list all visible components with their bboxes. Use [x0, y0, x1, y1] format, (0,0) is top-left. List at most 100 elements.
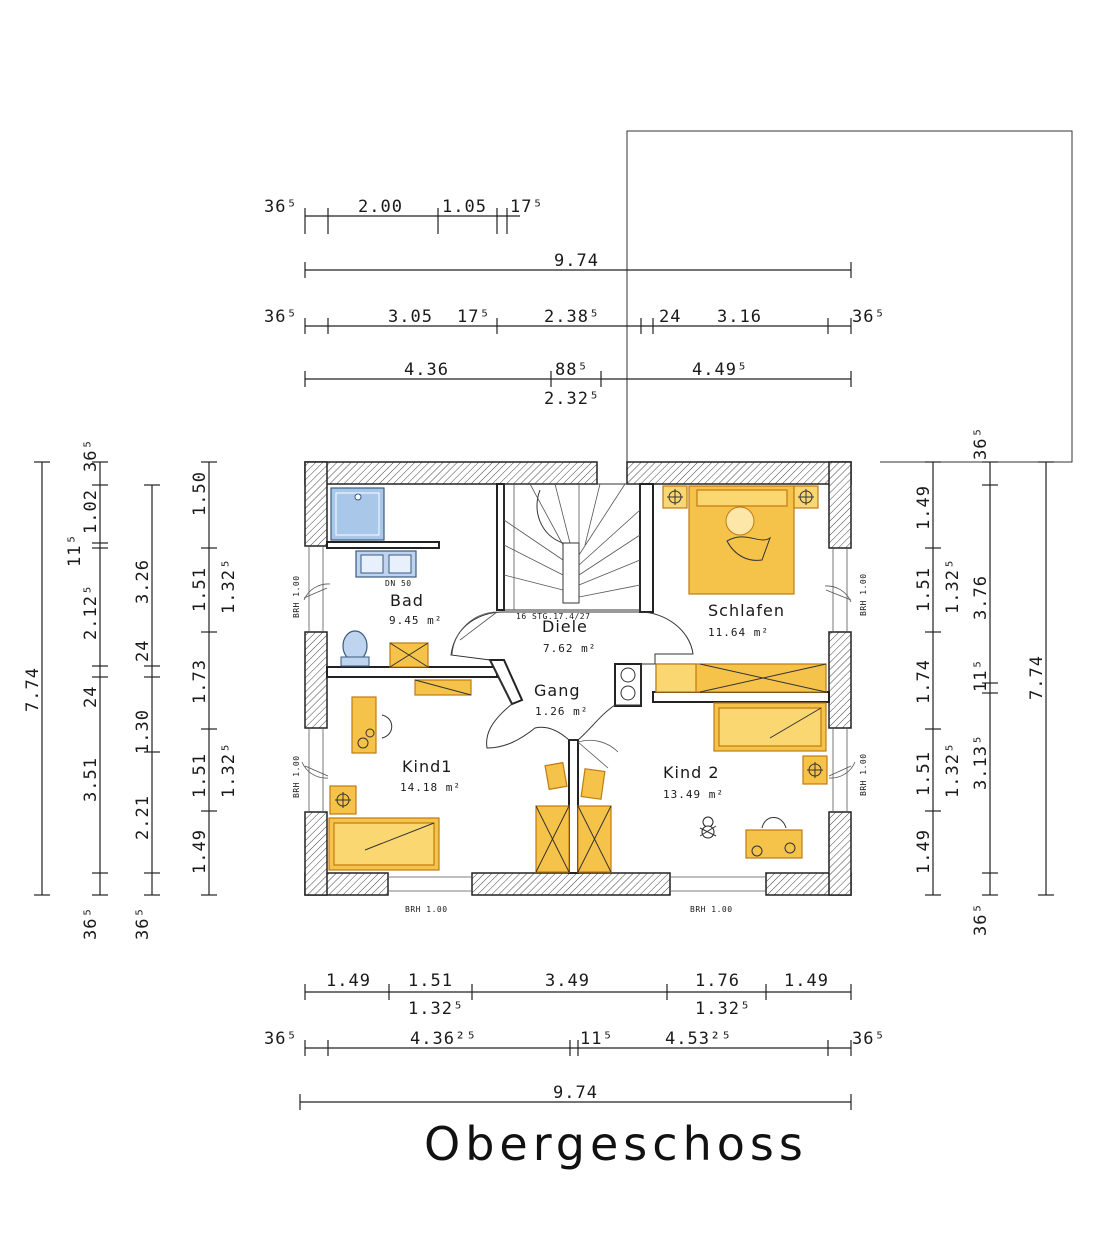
dim-left-c2-6: 3.51 [81, 757, 101, 802]
kind1-desk [351, 696, 377, 754]
dim-right-c2-1: 36⁵ [971, 426, 991, 460]
dim-left-c2-7: 36⁵ [81, 906, 101, 940]
kind1-furniture [301, 679, 472, 871]
dim-right-c1-2: 1.51 [914, 567, 934, 612]
kind2-furniture [699, 702, 856, 859]
dim-top-r3-7: 36⁵ [852, 307, 886, 327]
dim-left-c4-4: 1.73 [190, 659, 210, 704]
dim-top-r4-2: 88⁵ [555, 360, 589, 380]
dim-left-c2-1: 36⁵ [81, 438, 101, 472]
dim-bottom-r2-3: 11⁵ [580, 1029, 614, 1049]
brh-left-bottom: BRH 1.00 [292, 755, 301, 798]
dim-top-r3-1: 36⁵ [264, 307, 298, 327]
dim-left-c4-5: 1.51 [190, 753, 210, 798]
room-labels: Bad 9.45 m² Diele 7.62 m² Gang 1.26 m² S… [389, 591, 785, 801]
dim-right-c1-7: 1.49 [914, 829, 934, 874]
dim-left-c2-4: 2.12⁵ [81, 584, 101, 640]
hallway-outline [450, 611, 694, 749]
room-schlafen-area: 11.64 m² [708, 626, 769, 639]
dimensions-left: 7.74 36⁵ 1.02 11⁵ 2.12⁵ 24 3.51 36⁵ 3.26… [23, 438, 239, 940]
room-gang-area: 1.26 m² [535, 705, 588, 718]
room-kind2-name: Kind 2 [663, 763, 720, 782]
dim-bottom-r1b-1: 1.32⁵ [408, 999, 464, 1019]
brh-right-top: BRH 1.00 [859, 573, 868, 616]
bath-fixtures: DN 50 [303, 487, 429, 668]
dim-right-c1-6: 1.32⁵ [943, 742, 963, 798]
brh-labels: BRH 1.00 BRH 1.00 BRH 1.00 BRH 1.00 BRH … [292, 573, 868, 914]
dim-top-r3-6: 3.16 [717, 307, 762, 327]
dim-top-r3-3: 17⁵ [457, 307, 491, 327]
dim-top-r1-3: 1.05 [442, 197, 487, 217]
dim-top-r3-2: 3.05 [388, 307, 433, 327]
dim-left-c3-2: 24 [133, 640, 153, 662]
dim-right-c2-5: 36⁵ [971, 902, 991, 936]
dim-left-c2-2: 1.02 [81, 489, 101, 534]
dim-top-r1-2: 2.00 [358, 197, 403, 217]
terrace-outline [626, 130, 1073, 463]
dim-right-c1-3: 1.32⁵ [943, 558, 963, 614]
stair-label: 16 STG.17.4/27 [516, 612, 590, 621]
teddy-bear-icon [699, 816, 717, 839]
room-gang-name: Gang [534, 681, 581, 700]
dimensions-right: 1.49 1.51 1.32⁵ 1.74 1.51 1.32⁵ 1.49 36⁵… [914, 426, 1054, 936]
drain-label: DN 50 [385, 579, 412, 588]
room-bad-area: 9.45 m² [389, 614, 442, 627]
dim-bottom-r1-4: 1.76 [695, 971, 740, 991]
dim-top-r3-5: 24 [659, 307, 681, 327]
room-bad-name: Bad [390, 591, 424, 610]
dim-top-r3-4: 2.38⁵ [544, 307, 600, 327]
dim-left-c3-1: 3.26 [133, 559, 153, 604]
dim-left-c1-1: 7.74 [23, 667, 43, 712]
dim-bottom-r2-2: 4.36²⁵ [410, 1029, 477, 1049]
dim-bottom-r3-1: 9.74 [553, 1083, 598, 1103]
dim-right-c1-5: 1.51 [914, 751, 934, 796]
dim-left-c2-5: 24 [81, 686, 101, 708]
dim-right-c2-3: 11⁵ [971, 658, 991, 692]
dim-bottom-r2-4: 4.53²⁵ [665, 1029, 732, 1049]
dim-top-r4-3: 4.49⁵ [692, 360, 748, 380]
brh-right-bottom: BRH 1.00 [859, 753, 868, 796]
room-kind2-area: 13.49 m² [663, 788, 724, 801]
dim-bottom-r2-5: 36⁵ [852, 1029, 886, 1049]
dim-bottom-r2-1: 36⁵ [264, 1029, 298, 1049]
dim-right-c3-1: 7.74 [1027, 655, 1047, 700]
room-schlafen-name: Schlafen [708, 601, 785, 620]
dim-left-c3-4: 2.21 [133, 795, 153, 840]
dimensions-top: 36⁵ 2.00 1.05 17⁵ 9.74 36⁵ 3.05 17⁵ 2.38… [264, 197, 886, 409]
room-diele-name: Diele [542, 617, 588, 636]
staircase: 16 STG.17.4/27 [503, 483, 641, 621]
dim-bottom-r1-5: 1.49 [784, 971, 829, 991]
dim-right-c2-4: 3.13⁵ [971, 734, 991, 790]
dim-top-r1-1: 36⁵ [264, 197, 298, 217]
dim-bottom-r1b-2: 1.32⁵ [695, 999, 751, 1019]
dim-bottom-r1-2: 1.51 [408, 971, 453, 991]
dim-top-r2-1: 9.74 [554, 251, 599, 271]
dim-left-c4-1: 1.50 [190, 471, 210, 516]
building-walls [304, 461, 852, 896]
dim-right-c1-4: 1.74 [914, 659, 934, 704]
dim-left-c4-2: 1.51 [190, 567, 210, 612]
room-kind1-area: 14.18 m² [400, 781, 461, 794]
dim-top-r1-4: 17⁵ [510, 197, 544, 217]
closet-furniture [535, 761, 612, 873]
dim-top-r4-1: 4.36 [404, 360, 449, 380]
dim-left-c4-7: 1.49 [190, 829, 210, 874]
dim-left-c4-6: 1.32⁵ [219, 742, 239, 798]
room-diele-area: 7.62 m² [543, 642, 596, 655]
dim-left-c3-5: 36⁵ [133, 906, 153, 940]
dim-left-c3-3: 1.30 [133, 709, 153, 754]
dim-right-c2-2: 3.76 [971, 575, 991, 620]
dim-top-r4-4: 2.32⁵ [544, 389, 600, 409]
dim-bottom-r1-3: 3.49 [545, 971, 590, 991]
floor-title: Obergeschoss [424, 1117, 808, 1171]
brh-left-top: BRH 1.00 [292, 575, 301, 618]
dim-bottom-r1-1: 1.49 [326, 971, 371, 991]
bedroom-furniture [655, 485, 852, 693]
dimensions-bottom: 1.49 1.51 3.49 1.76 1.49 1.32⁵ 1.32⁵ 36⁵… [264, 971, 886, 1110]
dim-left-c2-3: 11⁵ [65, 533, 85, 567]
brh-bottom-right: BRH 1.00 [690, 905, 733, 914]
dim-left-c4-3: 1.32⁵ [219, 558, 239, 614]
room-kind1-name: Kind1 [402, 757, 452, 776]
door-swings [451, 611, 619, 769]
